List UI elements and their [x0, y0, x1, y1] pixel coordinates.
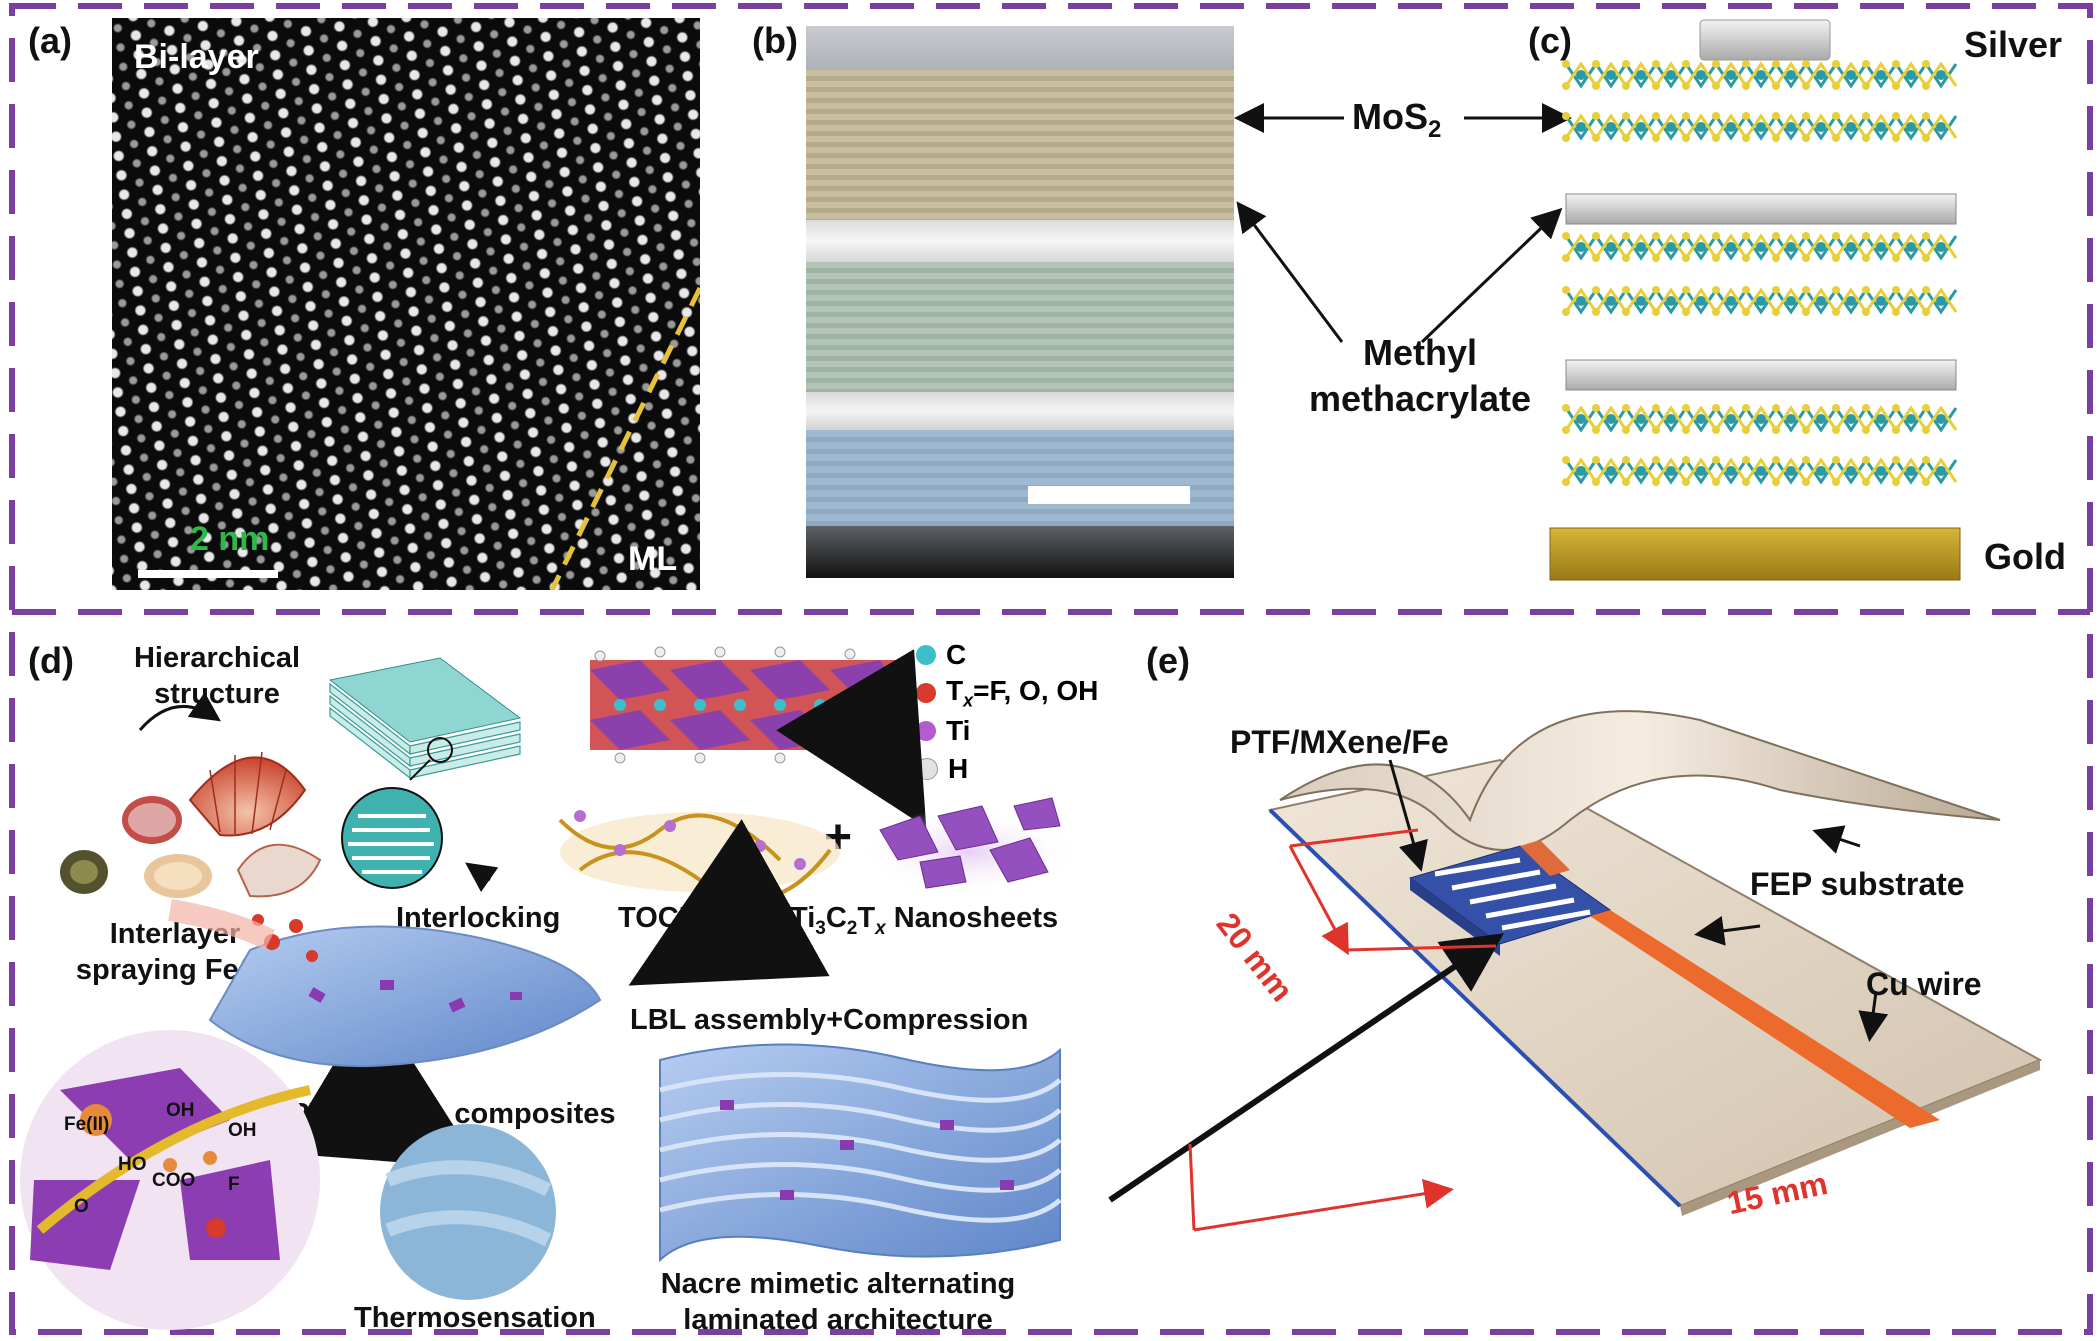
thermosensation-label: Thermosensation [354, 1302, 596, 1334]
mos2-layer-row [1562, 60, 1958, 90]
panel-d-letter: (d) [28, 640, 74, 681]
cu-wire-label: Cu wire [1866, 966, 1982, 1002]
fep-substrate-label: FEP substrate [1750, 866, 1965, 902]
chem-oh-label-2: OH [228, 1120, 257, 1141]
nacre-laminated-architecture [659, 1043, 1062, 1263]
label-arrows-bc [1234, 103, 1572, 344]
mos2-layer-row [1562, 112, 1958, 142]
silver-label: Silver [1964, 24, 2063, 65]
scale-bar-label: 2 nm [190, 520, 270, 558]
chem-o-label: O [74, 1196, 89, 1217]
mos2-layer-row [1562, 286, 1958, 316]
bilayer-label: Bi-layer [134, 38, 259, 76]
tocnf-fibers [558, 810, 840, 902]
ti3c2tx-nanosheets [860, 797, 1080, 896]
chem-f-label: F [228, 1174, 240, 1195]
panel-d-illustration [20, 646, 1080, 1330]
hierarchical-layered-block [328, 657, 522, 780]
panel-a-letter: (a) [28, 20, 72, 61]
ptf-mxene-composite-film [168, 899, 602, 1068]
seashell-icons [60, 751, 322, 898]
chem-ho-label: HO [118, 1154, 147, 1175]
chem-fe-label: Fe(II) [64, 1114, 110, 1135]
ml-boundary-line [138, 286, 700, 590]
stem-micrograph [112, 18, 700, 590]
chemistry-detail-circle [20, 1030, 320, 1330]
legend-item-tx: Tx=F, O, OH [916, 674, 1098, 712]
gold-label: Gold [1984, 536, 2066, 577]
thermosensation-circle [380, 1124, 556, 1300]
chem-oh-label-1: OH [166, 1100, 195, 1121]
device-stack-schematic [1549, 19, 1961, 581]
sensor-device-illustration [1108, 710, 2043, 1232]
lbl-assembly-label: LBL assembly+Compression [630, 1004, 1029, 1036]
cross-section-image [806, 26, 1234, 578]
methyl-methacrylate-label: Methyl methacrylate [1308, 332, 1532, 419]
mxene-crystal-structure [590, 646, 900, 764]
ml-label: ML [628, 540, 678, 578]
mos2-layer-row [1562, 456, 1958, 486]
mos2-layer-row [1562, 232, 1958, 262]
mos2-layer-row [1562, 404, 1958, 434]
panel-c-letter: (c) [1528, 20, 1572, 61]
device-label: PTF/MXene/Fe [1230, 724, 1449, 760]
interlocking-magnified-icon [341, 787, 443, 889]
panel-b-letter: (b) [752, 20, 798, 61]
chem-coo-label: COO [152, 1170, 196, 1191]
panel-e-letter: (e) [1146, 640, 1190, 681]
mos2-label: MoS2 [1352, 96, 1442, 144]
